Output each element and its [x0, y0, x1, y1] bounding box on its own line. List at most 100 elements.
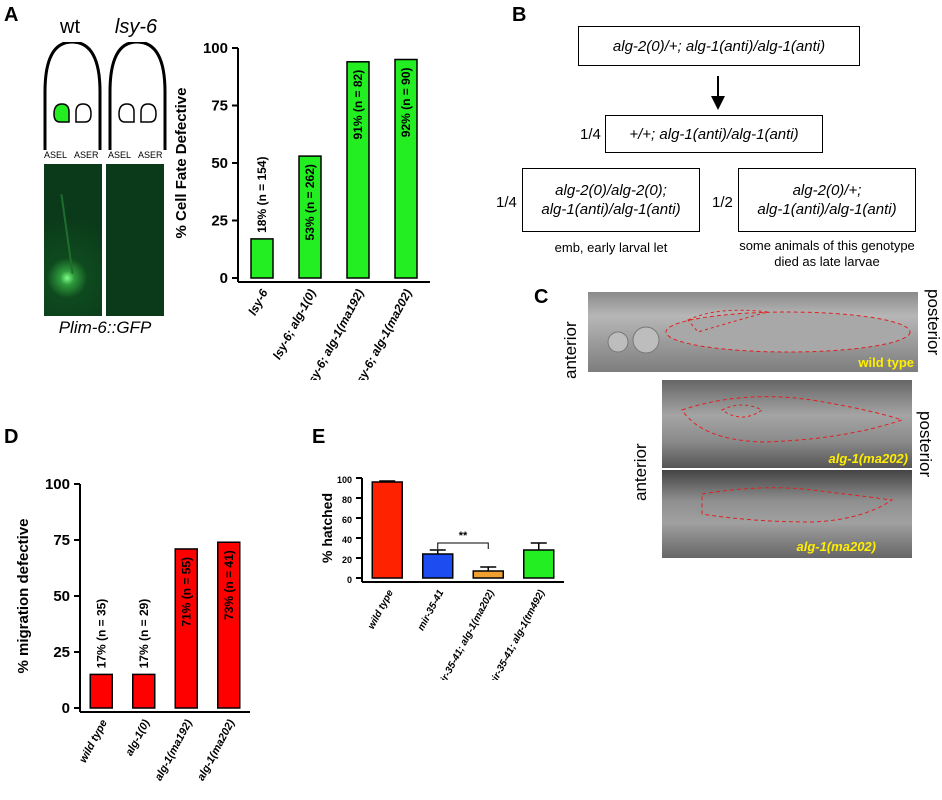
bar-2	[132, 673, 156, 709]
lsy6-label: lsy-6	[114, 16, 158, 38]
lsy6-gfp-micrograph	[106, 164, 164, 316]
y-tick-label: 25	[211, 213, 228, 230]
bar-4	[394, 58, 418, 279]
data-label-1: 17% (n = 35)	[94, 599, 108, 669]
significance-bracket	[437, 542, 489, 549]
reporter-label: Plim-6::GFP	[58, 318, 152, 337]
data-label-2: 17% (n = 29)	[137, 599, 151, 669]
data-label-2: 53% (n = 262)	[303, 164, 317, 240]
y-tick-label: 40	[342, 535, 352, 545]
homo-line-2: alg-1(anti)/alg-1(anti)	[541, 201, 681, 218]
het-caption-line-2: died as late larvae	[774, 254, 880, 269]
panel-d-label: D	[4, 426, 19, 448]
anterior-label-1: anterior	[561, 321, 580, 379]
ma202-micrograph-2: alg-1(ma202)	[662, 470, 912, 558]
cross-arrow	[711, 76, 725, 110]
y-tick-label: 0	[62, 700, 70, 717]
y-tick-label: 20	[342, 555, 352, 565]
lsy6-asel-label: ASEL	[108, 150, 132, 160]
wt-fraction: 1/4	[580, 126, 601, 143]
y-axis-title: % migration defective	[15, 518, 32, 673]
bar-1	[250, 238, 274, 279]
lsy6-head-outline	[108, 42, 167, 150]
bar-3	[472, 570, 504, 579]
wt-label: wt	[60, 16, 80, 38]
category-label-3: mir-35-41; alg-1(ma202)	[435, 588, 497, 680]
ma202-micrograph-1: alg-1(ma202)	[662, 380, 912, 468]
wt-asel-cell	[53, 103, 70, 123]
het-fraction: 1/2	[712, 194, 733, 211]
bar-3	[346, 61, 370, 279]
data-label-4: 92% (n = 90)	[399, 68, 413, 138]
y-tick-label: 50	[211, 155, 228, 172]
category-label-2: lsy-6; alg-1(0)	[270, 287, 319, 362]
posterior-label-2: posterior	[916, 411, 935, 478]
y-tick-label: 80	[342, 495, 352, 505]
wild-type-label: wild type	[858, 355, 914, 370]
head-schematic	[43, 42, 167, 150]
wt-genotype-box: +/+; alg-1(anti)/alg-1(anti)	[605, 115, 823, 153]
panel-a-label: A	[4, 4, 19, 26]
het-line-1: alg-2(0)/+;	[792, 182, 862, 199]
y-tick-label: 0	[347, 575, 352, 585]
homo-fraction: 1/4	[496, 194, 517, 211]
wt-head-outline	[43, 42, 102, 150]
lsy6-aser-label: ASER	[138, 150, 163, 160]
y-axis-title: % hatched	[319, 493, 335, 563]
bar-1	[89, 673, 113, 709]
wt-asel-label: ASEL	[44, 150, 68, 160]
ma202-label-1: alg-1(ma202)	[828, 451, 908, 466]
significance-label: **	[459, 530, 468, 542]
wild-type-micrograph: wild type	[588, 292, 918, 372]
panel-c-label: C	[534, 286, 549, 308]
het-caption-line-1: some animals of this genotype	[739, 238, 915, 253]
category-label-1: wild type	[77, 718, 110, 765]
data-label-4: 73% (n = 41)	[222, 550, 236, 620]
category-label-4: alg-1(ma202)	[195, 717, 237, 782]
homo-genotype-box: alg-2(0)/alg-2(0); alg-1(anti)/alg-1(ant…	[522, 168, 700, 232]
y-tick-label: 100	[203, 40, 228, 57]
posterior-label-1: posterior	[924, 289, 942, 356]
category-label-2: alg-1(0)	[123, 717, 152, 757]
chart-a: 0 25 50 75 100 % Cell Fate Defective 18% (n = …	[173, 40, 430, 380]
y-tick-label: 60	[342, 515, 352, 525]
bar-1	[371, 481, 403, 579]
homo-line-1: alg-2(0)/alg-2(0);	[555, 182, 667, 199]
y-tick-label: 100	[337, 475, 352, 485]
y-tick-label: 25	[53, 644, 70, 661]
ma202-label-2: alg-1(ma202)	[796, 539, 876, 554]
bar-4	[523, 549, 555, 579]
y-axis-title: % Cell Fate Defective	[173, 88, 190, 239]
wt-aser-cell	[75, 103, 92, 123]
parent-genotype-box: alg-2(0)/+; alg-1(anti)/alg-1(anti)	[578, 26, 860, 66]
bar-3	[174, 548, 198, 709]
panel-e-label: E	[312, 426, 326, 448]
bar-4	[217, 541, 241, 709]
category-label-1: lsy-6	[245, 287, 270, 318]
lsy6-aser-cell	[140, 103, 157, 123]
homo-caption: emb, early larval let	[554, 240, 668, 255]
chart-d: 0 25 50 75 100 % migration defective 17% (n = …	[15, 476, 250, 783]
category-label-3: alg-1(ma192)	[153, 717, 195, 782]
het-genotype-box: alg-2(0)/+; alg-1(anti)/alg-1(anti)	[738, 168, 916, 232]
wt-gfp-micrograph	[44, 164, 102, 316]
panel-b-label: B	[512, 4, 527, 26]
y-tick-label: 0	[220, 270, 228, 287]
data-label-3: 71% (n = 55)	[179, 557, 193, 627]
wt-axon-trace	[60, 194, 74, 274]
category-label-4: mir-35-41; alg-1(tm492)	[486, 588, 547, 680]
y-tick-label: 50	[53, 588, 70, 605]
category-label-1: wild type	[366, 588, 396, 631]
y-tick-label: 75	[53, 532, 70, 549]
bar-2	[298, 155, 322, 279]
data-label-3: 91% (n = 82)	[351, 70, 365, 140]
het-line-2: alg-1(anti)/alg-1(anti)	[757, 201, 897, 218]
het-caption: some animals of this genotype died as la…	[720, 238, 934, 270]
category-label-2: mir-35-41	[416, 588, 447, 633]
y-tick-label: 100	[45, 476, 70, 493]
anterior-label-2: anterior	[631, 443, 650, 501]
bar-2	[422, 553, 454, 579]
y-tick-label: 75	[211, 98, 228, 115]
data-label-1: 18% (n = 154)	[255, 157, 269, 233]
